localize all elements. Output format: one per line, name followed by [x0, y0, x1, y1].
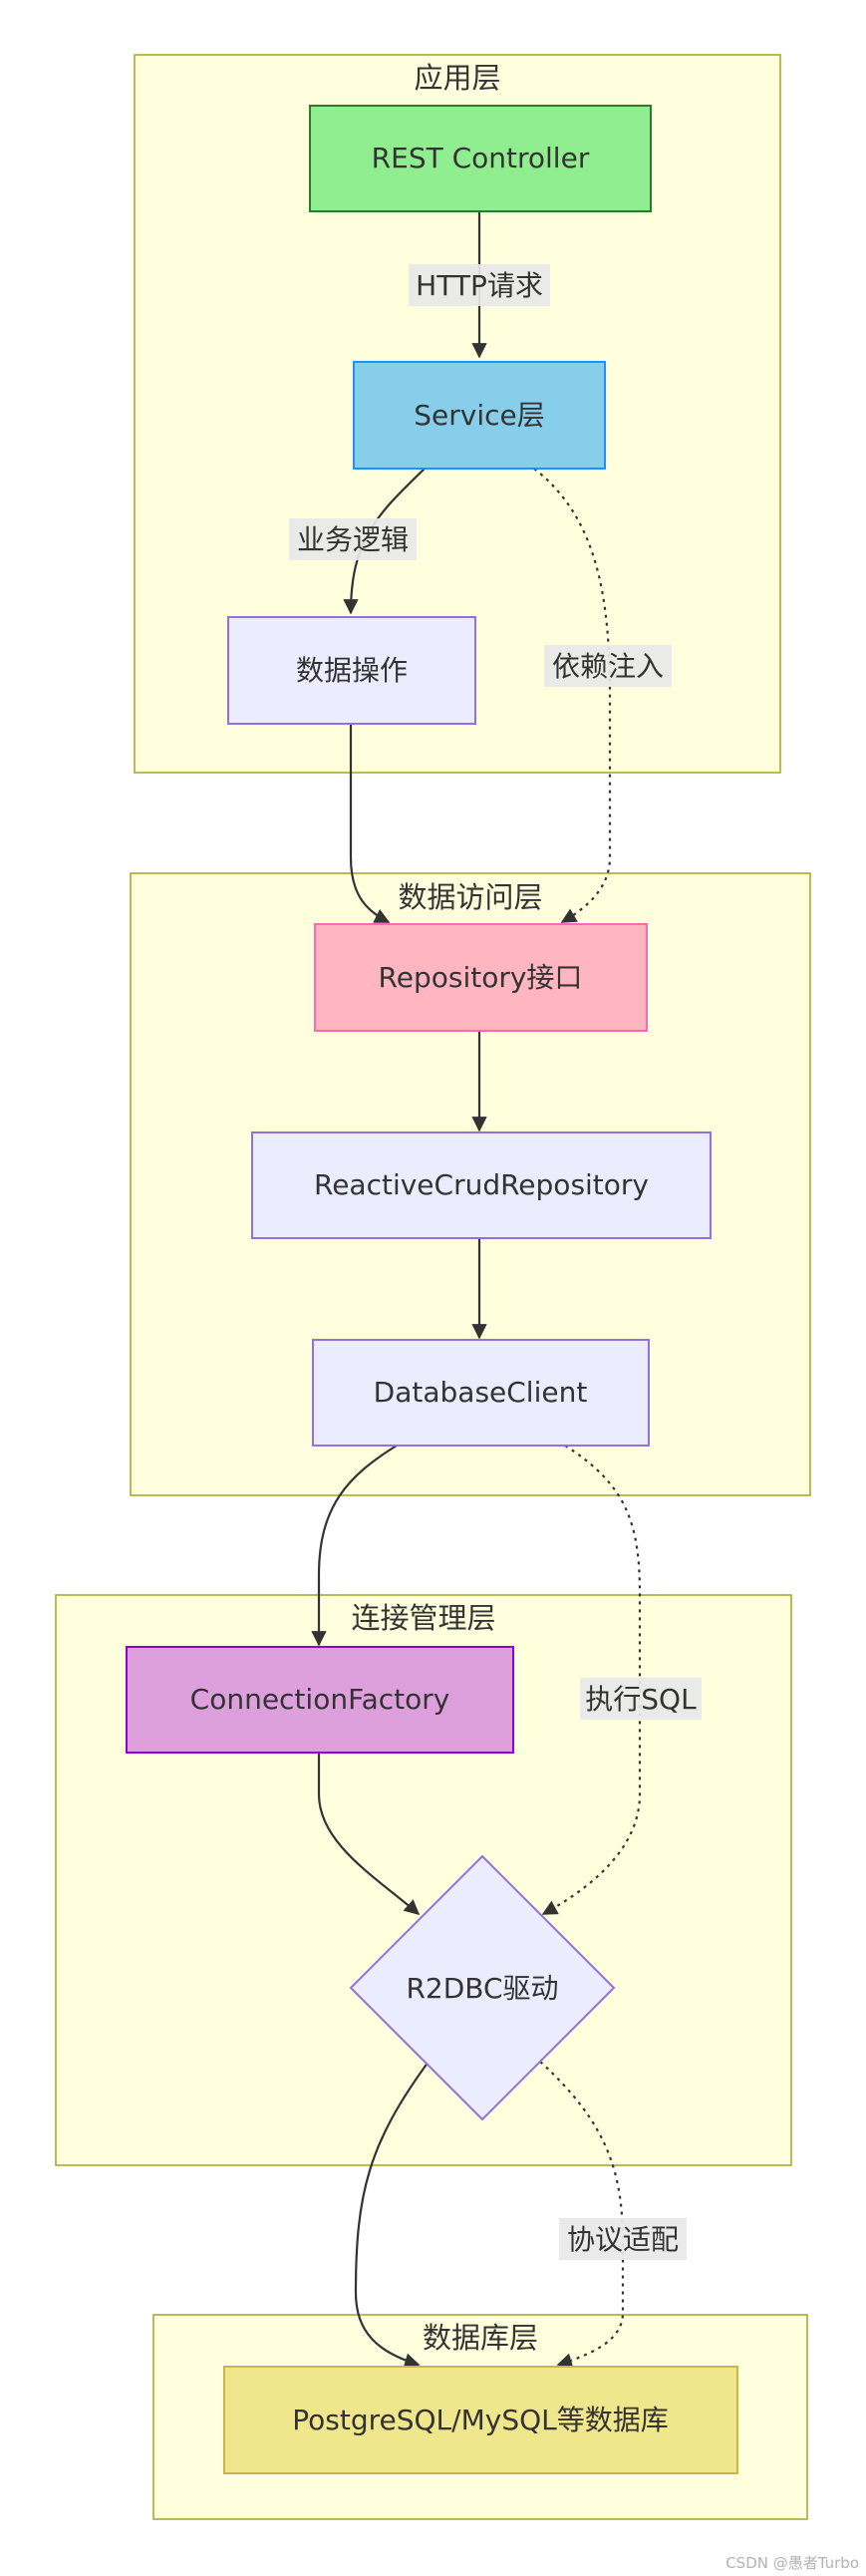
edge-label-http: HTTP请求 [409, 264, 550, 306]
edge-r2dbc-to-database [354, 2061, 430, 2369]
node-database: PostgreSQL/MySQL等数据库 [223, 2366, 738, 2474]
edge-label-sql: 执行SQL [580, 1678, 702, 1720]
svg-text:Repository接口: Repository接口 [379, 961, 583, 994]
svg-text:执行SQL: 执行SQL [585, 1683, 697, 1716]
subgraph-title: 应用层 [414, 61, 500, 95]
edge-dataop-to-repo [349, 724, 391, 923]
node-service-layer: Service层 [353, 361, 606, 470]
node-r2dbc-driver: R2DBC驱动 [349, 1854, 616, 2121]
subgraph-title: 数据访问层 [398, 880, 542, 914]
svg-text:业务逻辑: 业务逻辑 [297, 523, 409, 556]
subgraph-title: 数据库层 [423, 2321, 538, 2355]
svg-text:R2DBC驱动: R2DBC驱动 [406, 1972, 558, 2005]
node-data-operation: 数据操作 [227, 616, 476, 725]
svg-text:协议适配: 协议适配 [567, 2223, 679, 2256]
edge-label-protocol: 协议适配 [559, 2218, 687, 2260]
edge-label-di: 依赖注入 [544, 645, 672, 687]
svg-text:数据操作: 数据操作 [296, 654, 408, 687]
svg-text:PostgreSQL/MySQL等数据库: PostgreSQL/MySQL等数据库 [292, 2404, 668, 2436]
svg-text:依赖注入: 依赖注入 [552, 650, 664, 683]
edge-dbclient-to-connfactory [311, 1445, 398, 1647]
svg-text:ConnectionFactory: ConnectionFactory [190, 1683, 450, 1716]
node-rest-controller: REST Controller [309, 105, 652, 212]
edge-connfactory-to-r2dbc [317, 1753, 421, 1916]
edge-dbclient-to-r2dbc [541, 1445, 642, 1915]
node-database-client: DatabaseClient [312, 1339, 650, 1447]
svg-text:DatabaseClient: DatabaseClient [374, 1376, 588, 1409]
node-repository-interface: Repository接口 [314, 923, 648, 1032]
svg-text:HTTP请求: HTTP请求 [416, 269, 543, 302]
subgraph-title: 连接管理层 [351, 1601, 495, 1635]
svg-text:Service层: Service层 [414, 399, 544, 432]
node-connection-factory: ConnectionFactory [126, 1646, 514, 1754]
edge-label-logic: 业务逻辑 [289, 518, 417, 560]
watermark-text: CSDN @愚者Turbo [725, 2554, 859, 2572]
node-reactive-crud-repository: ReactiveCrudRepository [251, 1131, 712, 1239]
svg-text:ReactiveCrudRepository: ReactiveCrudRepository [314, 1168, 649, 1201]
svg-text:REST Controller: REST Controller [372, 142, 590, 174]
